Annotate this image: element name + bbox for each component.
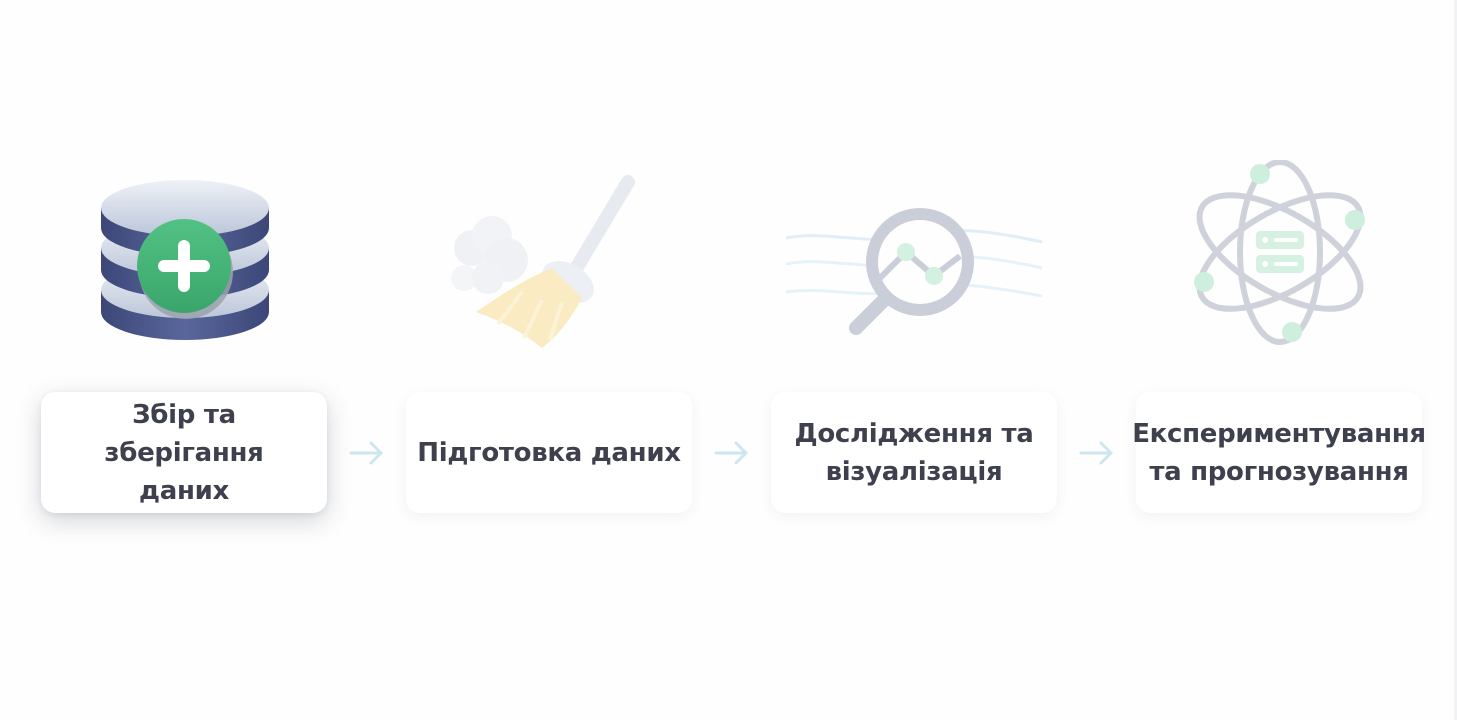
arrow-right-icon (712, 437, 752, 469)
step-label: Підготовка даних (417, 437, 681, 468)
step-card-exploration[interactable]: Дослідження та візуалізація (771, 392, 1057, 513)
page-edge (1454, 0, 1457, 720)
step-label: Дослідження та візуалізація (794, 418, 1034, 487)
step-label: Збір та зберігання даних (104, 399, 264, 506)
step-card-experimentation[interactable]: Експериментування та прогнозування (1132, 392, 1426, 513)
database-add-icon (40, 160, 330, 360)
broom-icon (402, 160, 692, 360)
step-card-preparation[interactable]: Підготовка даних (406, 392, 692, 513)
step-card-collection[interactable]: Збір та зберігання даних (41, 392, 327, 513)
atom-server-icon (1134, 160, 1424, 360)
arrow-right-icon (347, 437, 387, 469)
arrow-right-icon (1077, 437, 1117, 469)
step-label: Експериментування та прогнозування (1132, 418, 1426, 487)
magnifier-chart-icon (768, 160, 1058, 360)
